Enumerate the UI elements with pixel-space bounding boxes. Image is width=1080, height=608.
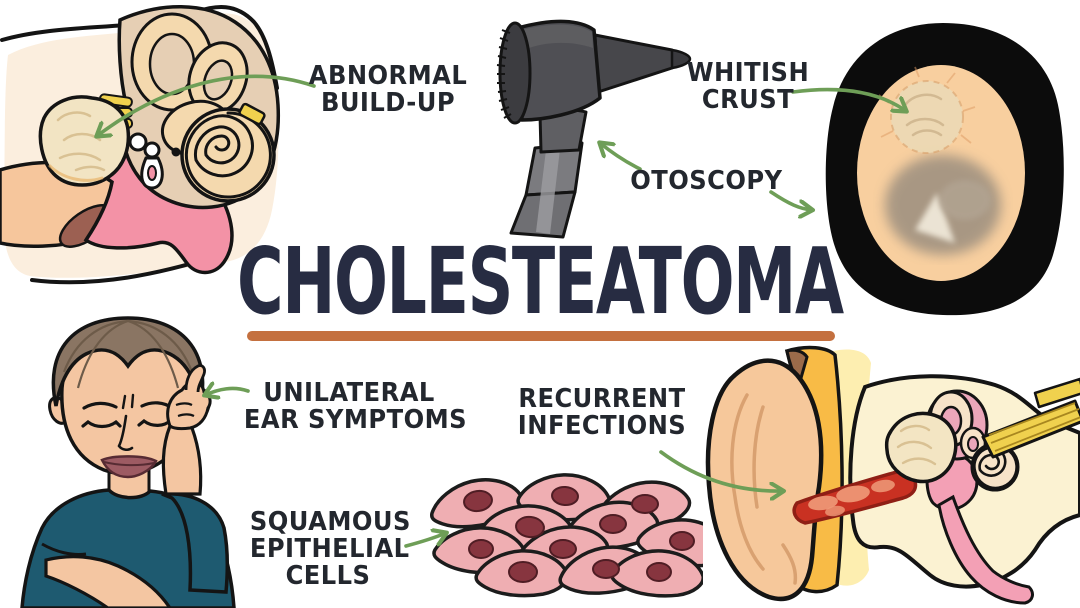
- folded-fingers: [175, 402, 195, 418]
- otoscope-illustration: [480, 10, 700, 240]
- inner-ear-small: [925, 377, 1080, 492]
- pinna: [705, 358, 824, 601]
- hair: [51, 316, 205, 407]
- wheel-ridges: [496, 29, 512, 119]
- cell-nuclei: [463, 485, 695, 583]
- label-line: CELLS: [285, 561, 371, 591]
- label-unilateral-ear-symptoms: UNILATERAL EAR SYMPTOMS: [243, 378, 467, 435]
- patient-icon: [20, 316, 236, 608]
- page-title: CHOLESTEATOMA: [237, 228, 844, 335]
- eustachian-tube: [937, 494, 1034, 605]
- nerve-branch: [1033, 377, 1080, 409]
- index-finger: [184, 364, 206, 393]
- patient-illustration: [12, 308, 247, 608]
- label-line: RECURRENT: [518, 384, 686, 414]
- cholesteatoma-mass-2: [884, 411, 958, 484]
- label-abnormal-buildup: ABNORMAL BUILD-UP: [304, 63, 471, 117]
- hair-strands: [62, 319, 194, 389]
- sleeve-hem: [41, 542, 87, 556]
- nose: [117, 414, 134, 452]
- right-forearm: [161, 424, 203, 496]
- label-line: WHITISH: [686, 58, 810, 88]
- right-sleeve: [161, 492, 230, 594]
- label-line: CRUST: [701, 85, 795, 115]
- lips: [100, 455, 158, 479]
- label-whitish-crust: WHITISH CRUST: [687, 60, 810, 114]
- frown-lines: [121, 393, 135, 410]
- outer-ear-cross-section-illustration: [695, 345, 1080, 608]
- otoscope-icon: [496, 19, 692, 239]
- ossicles: [128, 132, 164, 190]
- cochlea-spiral: [184, 111, 272, 199]
- cartilage-notch: [785, 348, 809, 390]
- otoscope-head: [496, 19, 692, 125]
- label-line: SQUAMOUS: [249, 507, 411, 537]
- light-reflex: [915, 193, 955, 243]
- label-line: EPITHELIAL: [249, 534, 410, 564]
- left-forearm: [44, 555, 172, 608]
- speculum-tip: [670, 48, 692, 70]
- left-eye-closed: [81, 420, 122, 429]
- otoscopic-view-illustration: [815, 15, 1070, 325]
- label-line: UNILATERAL: [263, 378, 435, 408]
- label-line: BUILD-UP: [320, 88, 456, 118]
- title-underline: [247, 331, 835, 341]
- left-eyebrow: [82, 401, 118, 410]
- label-line: EAR SYMPTOMS: [243, 405, 467, 435]
- lip-line: [103, 461, 155, 467]
- inflamed-ear-canal: [792, 469, 918, 525]
- outer-ear-icon: [705, 345, 1080, 605]
- oval-window-dot: [171, 147, 181, 157]
- label-line: OTOSCOPY: [630, 166, 783, 196]
- label-otoscopy: OTOSCOPY: [630, 166, 783, 196]
- label-recurrent-infections: RECURRENT INFECTIONS: [515, 386, 690, 440]
- speculum-cone: [593, 33, 678, 94]
- otoscope-handle: [509, 141, 584, 239]
- face-features: [81, 393, 177, 452]
- otoscopic-view-icon: [825, 23, 1064, 316]
- cholesteatoma-mass: [38, 95, 131, 187]
- label-line: INFECTIONS: [517, 411, 687, 441]
- label-line: ABNORMAL: [308, 61, 468, 91]
- squamous-cells-illustration: [418, 470, 703, 608]
- squamous-cells-icon: [425, 470, 703, 603]
- nerve-stripes: [988, 402, 1080, 452]
- label-squamous-epithelial-cells: SQUAMOUS EPITHELIAL CELLS: [249, 507, 411, 591]
- auditory-nerve: [981, 399, 1080, 459]
